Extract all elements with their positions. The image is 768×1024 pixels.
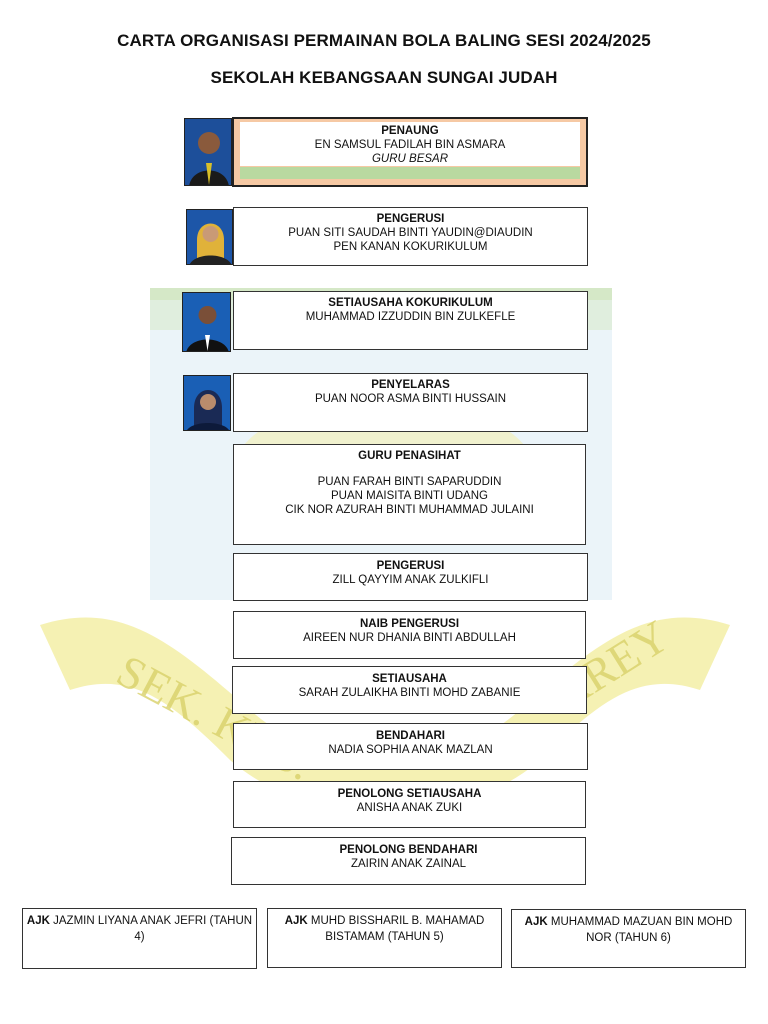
pengerusi-guru-role: PENGERUSI [376,213,445,225]
setiausaha-koku-photo [182,292,231,352]
setiausaha-koku-box: SETIAUSAHA KOKURIKULUM MUHAMMAD IZZUDDIN… [233,291,588,350]
ajk-year: (TAHUN 4) [134,915,253,943]
ajk-name: JAZMIN LIYANA ANAK JEFRI [53,915,207,927]
bendahari-box: BENDAHARI NADIA SOPHIA ANAK MAZLAN [233,723,588,770]
penaung-name: EN SAMSUL FADILAH BIN ASMARA [314,139,506,151]
guru-penasihat-name: PUAN MAISITA BINTI UDANG [331,490,488,502]
bendahari-name: NADIA SOPHIA ANAK MAZLAN [328,744,493,756]
setiausaha-role: SETIAUSAHA [372,673,447,685]
setiausaha-koku-name: MUHAMMAD IZZUDDIN BIN ZULKEFLE [305,311,516,323]
page-title: CARTA ORGANISASI PERMAINAN BOLA BALING S… [117,31,651,50]
penaung-role: PENAUNG [381,125,439,137]
guru-penasihat-box: GURU PENASIHAT PUAN FARAH BINTI SAPARUDD… [233,444,586,545]
setiausaha-name: SARAH ZULAIKHA BINTI MOHD ZABANIE [298,687,521,699]
penolong-bendahari-name: ZAIRIN ANAK ZAINAL [350,858,467,870]
penolong-setiausaha-role: PENOLONG SETIAUSAHA [337,788,482,800]
pengerusi-role: PENGERUSI [376,560,445,572]
penyelaras-box: PENYELARAS PUAN NOOR ASMA BINTI HUSSAIN [233,373,588,432]
ajk-role: AJK [284,915,308,927]
penyelaras-role: PENYELARAS [371,379,450,391]
setiausaha-box: SETIAUSAHA SARAH ZULAIKHA BINTI MOHD ZAB… [232,666,587,714]
guru-penasihat-name: CIK NOR AZURAH BINTI MUHAMMAD JULAINI [285,504,534,516]
penyelaras-photo [183,375,231,431]
pengerusi-name: ZILL QAYYIM ANAK ZULKIFLI [332,574,489,586]
naib-pengerusi-name: AIREEN NUR DHANIA BINTI ABDULLAH [303,632,516,644]
penolong-setiausaha-name: ANISHA ANAK ZUKI [356,802,463,814]
naib-pengerusi-box: NAIB PENGERUSI AIREEN NUR DHANIA BINTI A… [233,611,586,659]
pengerusi-guru-photo [186,209,233,265]
pengerusi-guru-position: PEN KANAN KOKURIKULUM [333,241,488,253]
penaung-photo [184,118,232,186]
penaung-position: GURU BESAR [371,153,449,165]
ajk-year: (TAHUN 5) [387,931,444,943]
penolong-bendahari-role: PENOLONG BENDAHARI [339,844,478,856]
setiausaha-koku-role: SETIAUSAHA KOKURIKULUM [328,297,493,309]
pengerusi-guru-name: PUAN SITI SAUDAH BINTI YAUDIN@DIAUDIN [288,227,533,239]
ajk-box: AJK MUHD BISSHARIL B. MAHAMAD BISTAMAM (… [267,908,502,968]
naib-pengerusi-role: NAIB PENGERUSI [359,618,460,630]
ajk-role: AJK [26,915,50,927]
penaung-band [240,167,580,179]
pengerusi-guru-box: PENGERUSI PUAN SITI SAUDAH BINTI YAUDIN@… [233,207,588,266]
ajk-box: AJK JAZMIN LIYANA ANAK JEFRI (TAHUN 4) [22,908,257,969]
guru-penasihat-role: GURU PENASIHAT [358,450,461,462]
penolong-setiausaha-box: PENOLONG SETIAUSAHA ANISHA ANAK ZUKI [233,781,586,828]
ajk-name: MUHAMMAD MAZUAN BIN MOHD NOR [550,916,733,944]
ajk-role: AJK [524,916,548,928]
penolong-bendahari-box: PENOLONG BENDAHARI ZAIRIN ANAK ZAINAL [231,837,586,885]
ajk-box: AJK MUHAMMAD MAZUAN BIN MOHD NOR (TAHUN … [511,909,746,968]
pengerusi-box: PENGERUSI ZILL QAYYIM ANAK ZULKIFLI [233,553,588,601]
guru-penasihat-name: PUAN FARAH BINTI SAPARUDDIN [317,476,502,488]
penaung-box: PENAUNG EN SAMSUL FADILAH BIN ASMARA GUR… [232,117,588,187]
ajk-name: MUHD BISSHARIL B. MAHAMAD BISTAMAM [310,915,485,943]
page-subtitle: SEKOLAH KEBANGSAAN SUNGAI JUDAH [210,68,558,87]
bendahari-role: BENDAHARI [376,730,445,742]
penyelaras-name: PUAN NOOR ASMA BINTI HUSSAIN [314,393,507,405]
ajk-year: (TAHUN 6) [614,932,671,944]
